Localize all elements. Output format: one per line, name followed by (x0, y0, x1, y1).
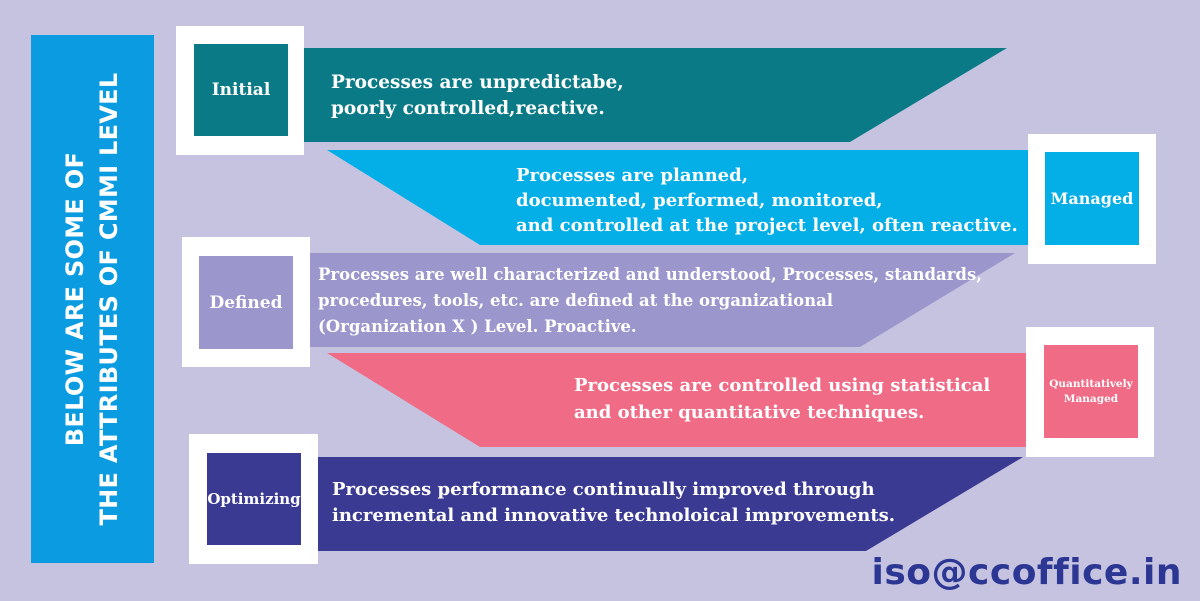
level-label-optimizing: Optimizing (207, 453, 301, 545)
level-label-initial: Initial (194, 44, 288, 136)
level-label-defined: Defined (199, 256, 293, 349)
level-label-initial-text: Initial (211, 80, 271, 100)
contact-email[interactable]: iso@ccoffice.in (871, 552, 1182, 593)
level-description-initial: Processes are unpredictabe, poorly contr… (331, 70, 624, 122)
level-label-managed-text: Managed (1063, 392, 1119, 405)
band-defined (300, 253, 1015, 347)
description-line: incremental and innovative technoloical … (332, 505, 896, 526)
description-line: documented, performed, monitored, (516, 190, 883, 211)
band-initial (295, 48, 1007, 142)
description-line: Processes are well characterized and und… (318, 265, 982, 284)
description-line: Processes performance continually improv… (332, 479, 875, 500)
level-label-defined-text: Defined (209, 292, 283, 313)
description-line: (Organization X ) Level. Proactive. (318, 317, 637, 336)
level-description-managed: Processes are planned, documented, perfo… (516, 163, 1018, 238)
level-description-optimizing: Processes performance continually improv… (332, 477, 895, 529)
band-optimizing (300, 457, 1023, 551)
level-label-quantitatively-text: Quantitatively (1049, 377, 1133, 390)
level-label-optimizing-text: Optimizing (207, 490, 301, 508)
sidebar-title: BELOW ARE SOME OF THE ATTRIBUTES OF CMMI… (58, 59, 126, 539)
sidebar-title-line1: BELOW ARE SOME OF (61, 151, 89, 447)
description-line: and controlled at the project level, oft… (516, 215, 1018, 236)
description-line: Processes are unpredictabe, (331, 72, 624, 93)
level-description-defined: Processes are well characterized and und… (318, 262, 982, 340)
description-line: and other quantitative techniques. (574, 402, 925, 423)
level-description-quantitatively-managed: Processes are controlled using statistic… (574, 372, 990, 426)
sidebar-panel (31, 35, 154, 563)
level-label-quantitatively-managed: Quantitatively Managed (1044, 345, 1138, 438)
description-line: Processes are controlled using statistic… (574, 375, 991, 396)
description-line: poorly controlled,reactive. (331, 98, 605, 119)
sidebar-title-line2: THE ATTRIBUTES OF CMMI LEVEL (95, 72, 123, 526)
description-line: Processes are planned, (516, 165, 748, 186)
band-managed (327, 150, 1040, 245)
level-label-managed-text: Managed (1050, 189, 1134, 208)
level-label-managed: Managed (1045, 152, 1139, 245)
band-quantitatively-managed (327, 353, 1040, 447)
description-line: procedures, tools, etc. are defined at t… (318, 291, 834, 310)
